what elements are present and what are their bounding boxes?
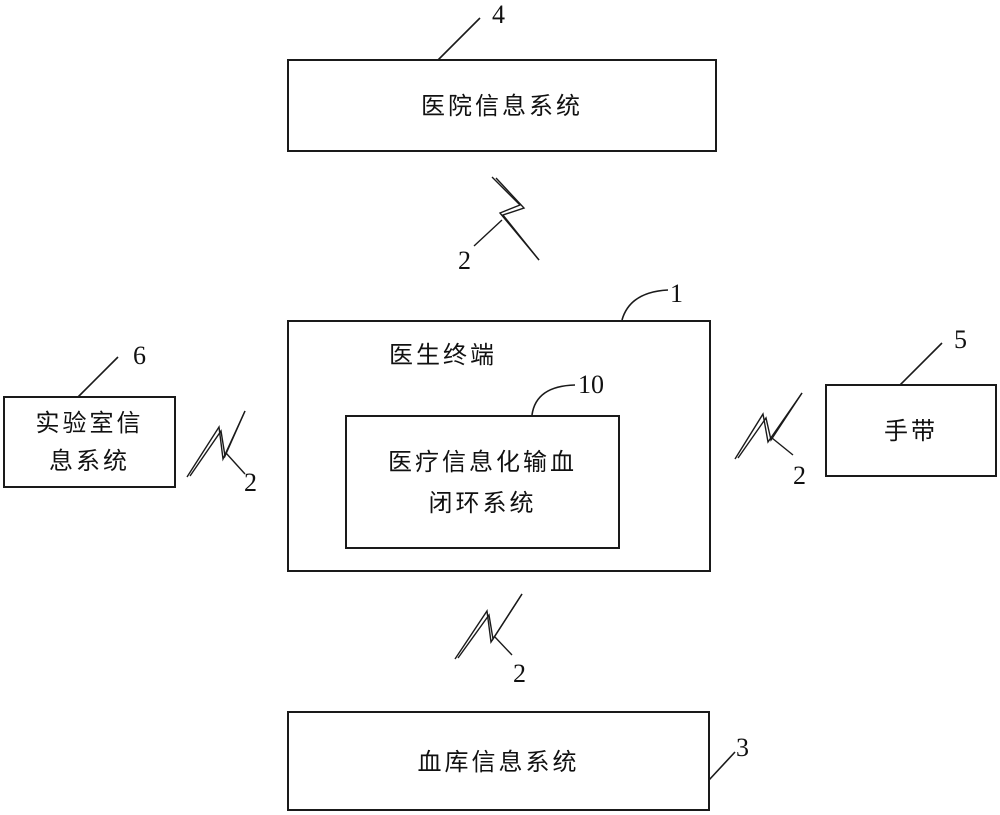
ref-number-2-bottom: 2: [513, 659, 526, 688]
transfusion-system-label-line1: 医疗信息化输血: [388, 448, 577, 476]
lightning-bolt-icon: [734, 392, 803, 460]
blood-bank-system-label: 血库信息系统: [417, 748, 580, 776]
ref-number-10: 10: [578, 370, 604, 399]
blood-bank-system-box: 血库信息系统: [287, 711, 710, 811]
leader-line-3: [708, 751, 736, 781]
doctor-terminal-label: 医生终端: [389, 341, 497, 369]
ref-number-6: 6: [133, 341, 146, 370]
wristband-box: 手带: [825, 384, 997, 477]
leader-line-4: [437, 17, 481, 61]
wristband-label: 手带: [884, 417, 938, 445]
ref-number-4: 4: [492, 0, 505, 29]
leader-line-10: [531, 384, 576, 416]
doctor-terminal-box: 医生终端: [287, 320, 711, 572]
ref-number-2-top: 2: [458, 246, 471, 275]
lightning-bolt-icon: [473, 176, 540, 261]
ref-number-2-left: 2: [244, 468, 257, 497]
lab-info-system-label-line2: 息系统: [49, 447, 130, 475]
hospital-info-system-label: 医院信息系统: [421, 92, 583, 120]
lightning-bolt-icon: [186, 410, 246, 478]
leader-line-5: [899, 342, 943, 386]
leader-line-6: [77, 356, 119, 398]
ref-number-5: 5: [954, 325, 967, 354]
ref-number-3: 3: [736, 733, 749, 762]
leader-line-1: [621, 289, 669, 321]
ref-number-2-right: 2: [793, 461, 806, 490]
transfusion-system-box: 医疗信息化输血 闭环系统: [345, 415, 620, 549]
ref-number-1: 1: [670, 279, 683, 308]
lab-info-system-box: 实验室信 息系统: [3, 396, 176, 488]
transfusion-system-label-line2: 闭环系统: [428, 489, 537, 517]
hospital-info-system-box: 医院信息系统: [287, 59, 717, 152]
lightning-bolt-icon: [454, 593, 523, 660]
lab-info-system-label-line1: 实验室信: [35, 409, 144, 437]
